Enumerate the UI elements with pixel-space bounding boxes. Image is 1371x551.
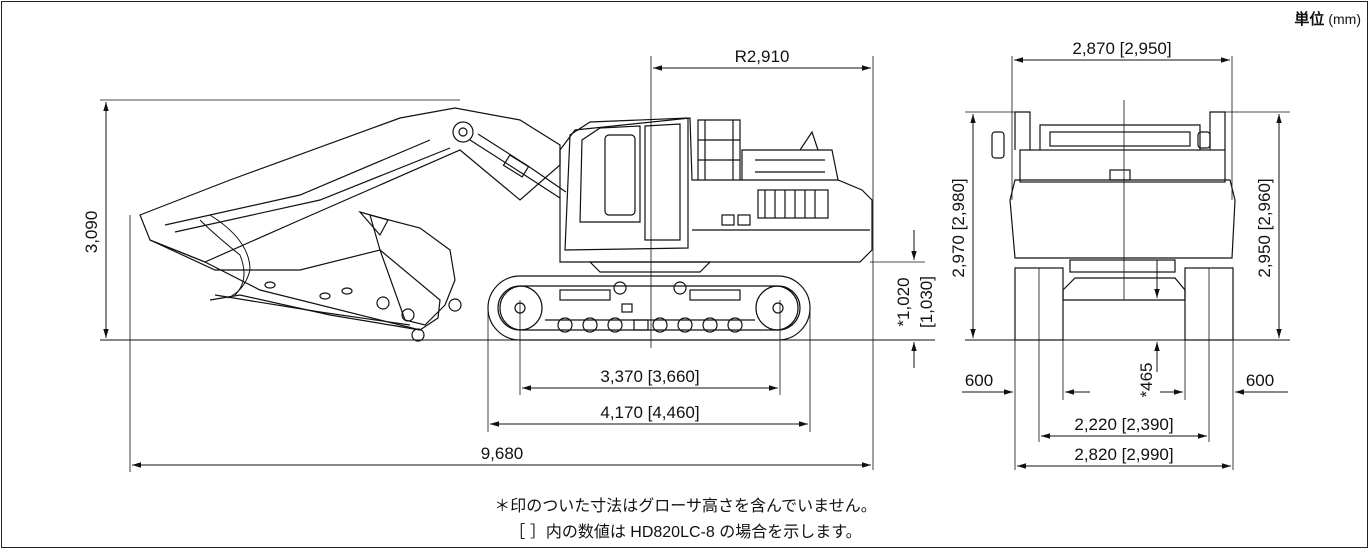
bucket [369, 214, 456, 326]
front-body [1009, 179, 1236, 259]
crawler-track [487, 275, 811, 341]
shoe-right-label: 600 [1246, 371, 1274, 390]
boom-cylinder [469, 133, 567, 199]
tumbler-label: 3,370 [3,660] [600, 367, 699, 386]
undercarriage-label: 2,820 [2,990] [1074, 445, 1173, 464]
cw-clearance-label-b: [1,030] [917, 276, 936, 328]
unit-label: 単位(mm) [1294, 8, 1361, 29]
width-label: 2,870 [2,950] [1072, 39, 1171, 58]
track-length-label: 4,170 [4,460] [600, 403, 699, 422]
overall-length-label: 9,680 [481, 444, 524, 463]
arm-cylinder [214, 294, 411, 326]
unit-text: 単位 [1294, 11, 1325, 28]
note-brackets: ［ ］内の数値は HD820LC-8 の場合を示します。 [509, 524, 862, 541]
unit-mm: (mm) [1328, 11, 1361, 27]
cab-height-label: 2,970 [2,980] [949, 178, 968, 277]
cw-clearance-label-a: *1,020 [894, 277, 913, 326]
slew-frame [588, 261, 712, 273]
front-height-label: 2,950 [2,960] [1255, 178, 1274, 277]
cab [564, 117, 689, 251]
boom-height-label: 3,090 [82, 211, 101, 254]
ground-clearance-label: *465 [1137, 363, 1156, 398]
handrail [697, 119, 741, 180]
r2910-label: R2,910 [735, 47, 790, 66]
shoe-left-label: 600 [965, 371, 993, 390]
arm [149, 239, 441, 331]
gauge-label: 2,220 [2,390] [1074, 415, 1173, 434]
excavator-side-view [139, 107, 873, 342]
excavator-front-view [991, 111, 1236, 341]
boom [139, 107, 561, 263]
note-asterisk: ＊印のついた寸法はグローサ高さを含んでいません。 [494, 498, 877, 515]
